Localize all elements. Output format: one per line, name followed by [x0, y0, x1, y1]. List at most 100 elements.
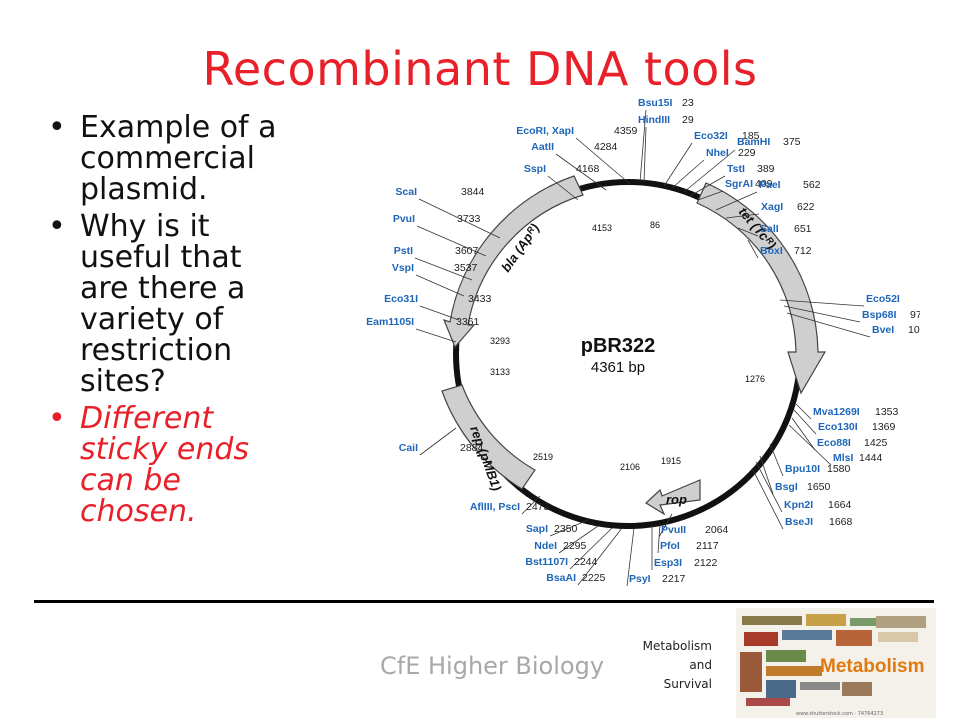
site-leader-line — [783, 305, 861, 323]
site-leader-line — [769, 443, 784, 477]
site-position: 2225 — [582, 572, 606, 584]
site-leader-line — [689, 175, 726, 197]
site-enzyme-name: Bpu10I — [785, 463, 820, 475]
gene-box-rep — [441, 384, 536, 490]
site-position: 2064 — [705, 524, 729, 536]
site-leader-line — [751, 467, 784, 530]
site-position: 2244 — [574, 556, 598, 568]
logo-block — [766, 666, 822, 676]
site-position: 3733 — [457, 213, 481, 225]
logo-block — [806, 614, 846, 626]
site-position: 1369 — [872, 421, 896, 433]
site-leader-line — [795, 403, 812, 420]
site-enzyme-name: BoxI — [760, 245, 783, 257]
site-enzyme-name: Eco52I — [866, 293, 900, 305]
bullet-text: Different sticky ends can be chosen. — [80, 401, 250, 529]
bullet-item: • Why is it useful that are there a varie… — [44, 211, 294, 397]
logo-word-cloud: Metabolism — [740, 614, 926, 706]
inner-mark: 2519 — [533, 452, 553, 462]
logo-credit: www.shutterstock.com · 74764273 — [796, 711, 883, 717]
site-leader-line — [747, 239, 759, 259]
inner-mark: 1915 — [661, 456, 681, 466]
site-enzyme-name: BseJI — [785, 516, 813, 528]
site-enzyme-name: Mva1269I — [813, 406, 860, 418]
site-leader-line — [569, 527, 613, 570]
site-leader-line — [663, 142, 693, 187]
site-position: 375 — [783, 136, 801, 148]
site-leader-line — [639, 109, 647, 183]
site-position: 29 — [682, 114, 694, 126]
site-enzyme-name: XagI — [761, 201, 783, 213]
site-enzyme-name: SgrAI — [725, 178, 753, 190]
logo-block — [746, 698, 790, 706]
site-leader-line — [549, 519, 589, 537]
site-leader-line — [415, 328, 457, 343]
logo-block — [740, 652, 762, 692]
site-position: 562 — [803, 179, 821, 191]
site-enzyme-name: NheI — [706, 147, 729, 159]
site-leader-line — [626, 527, 635, 587]
site-leader-line — [793, 409, 817, 435]
logo-block — [842, 682, 872, 696]
site-position: 1650 — [807, 481, 831, 493]
site-enzyme-name: SapI — [526, 523, 548, 535]
inner-position-marks: 86 4153 1276 3293 3133 2519 2106 1915 — [490, 220, 765, 472]
site-leader-line — [725, 213, 760, 219]
footer-unit: Metabolism and Survival — [612, 637, 712, 694]
site-enzyme-name: BveI — [872, 324, 894, 336]
bullet-item: •Example of a commercial plasmid. — [44, 112, 294, 205]
site-leader-line — [755, 461, 783, 513]
site-leader-line — [416, 225, 487, 257]
inner-mark: 2106 — [620, 462, 640, 472]
site-enzyme-name: Eco130I — [818, 421, 858, 433]
logo-block — [876, 616, 926, 628]
site-position: 622 — [797, 201, 815, 213]
logo-block — [766, 650, 806, 662]
site-enzyme-name: ScaI — [395, 186, 417, 198]
site-position: 185 — [742, 130, 760, 142]
site-enzyme-name: Eam1105I — [366, 316, 414, 328]
site-enzyme-name: PstI — [394, 245, 413, 257]
bullet-text: Why is it useful that are there a variet… — [80, 209, 246, 399]
site-position: 1580 — [827, 463, 851, 475]
logo-block — [836, 630, 872, 646]
site-enzyme-name: PfoI — [660, 540, 680, 552]
inner-mark: 3293 — [490, 336, 510, 346]
site-enzyme-name: BsaAI — [546, 572, 576, 584]
site-leader-line — [657, 523, 661, 554]
site-leader-line — [788, 424, 832, 466]
bullet-list: •Example of a commercial plasmid. • Why i… — [44, 112, 294, 533]
bullet-dot-icon: • — [48, 401, 66, 436]
site-leader-line — [418, 198, 501, 239]
site-leader-line — [558, 525, 599, 554]
footer-unit-line: Metabolism — [642, 639, 712, 653]
site-leader-line — [697, 190, 724, 201]
site-position: 2217 — [662, 573, 686, 585]
site-position: 409 — [755, 178, 773, 190]
site-leader-line — [414, 257, 473, 281]
bullet-dot-icon: • — [48, 209, 66, 244]
site-position: 4168 — [576, 163, 600, 175]
logo-block — [850, 618, 876, 626]
site-position: 2295 — [563, 540, 587, 552]
footer-course: CfE Higher Biology — [380, 652, 605, 680]
site-enzyme-name: Eco88I — [817, 437, 851, 449]
site-position: 4284 — [594, 141, 618, 153]
inner-mark: 1276 — [745, 374, 765, 384]
footer-unit-line: and — [689, 658, 712, 672]
site-leader-line — [715, 191, 758, 211]
inner-mark: 3133 — [490, 367, 510, 377]
site-leader-line — [419, 427, 457, 456]
logo-block — [878, 632, 918, 642]
site-position: 3537 — [454, 262, 478, 274]
site-leader-line — [786, 312, 871, 338]
site-enzyme-name: CaiI — [399, 442, 418, 454]
site-enzyme-name: SalI — [760, 223, 779, 235]
site-position: 2884 — [460, 442, 484, 454]
site-leader-line — [737, 227, 759, 237]
site-enzyme-name: Bsp68I — [862, 309, 897, 321]
site-enzyme-name: AatII — [531, 141, 554, 153]
site-position: 3361 — [456, 316, 480, 328]
footer-unit-line: Survival — [663, 677, 712, 691]
site-position: 3607 — [455, 245, 479, 257]
